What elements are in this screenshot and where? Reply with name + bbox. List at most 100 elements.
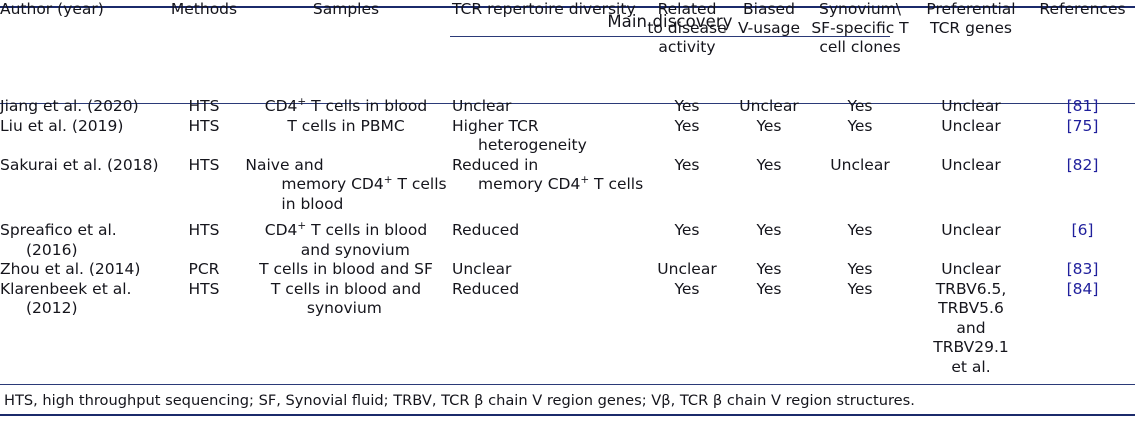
cell-samples: CD4+ T cells in blood and synovium (240, 221, 452, 260)
cell-reference[interactable]: [81] (1066, 97, 1099, 115)
cell-samples-line1-post: T cells in blood (306, 221, 428, 239)
cell-samples: T cells in blood and SF (259, 260, 433, 278)
cell-preferential: Unclear (941, 221, 1001, 239)
cell-biased: Yes (756, 279, 782, 298)
cell-reference[interactable]: [84] (1066, 279, 1099, 298)
cell-author-line1: Klarenbeek et al. (0, 279, 132, 298)
cell-related: Yes (674, 97, 700, 115)
cell-biased: Unclear (739, 97, 799, 115)
cell-samples: CD4+ T cells in blood (240, 97, 452, 117)
cell-diversity-line2: heterogeneity (478, 136, 587, 154)
cell-samples-line1: CD4+ T cells in blood (265, 221, 427, 239)
cell-diversity-line2-post: T cells (589, 175, 644, 193)
cell-samples-line1: T cells in blood and (270, 279, 422, 298)
cell-author-line2: (2012) (26, 299, 78, 317)
cell-biased: Yes (756, 260, 782, 278)
col-header-synovium-sf-specific-t-cell-clones: Synovium\ SF-specific T cell clones (808, 0, 912, 97)
cell-preferential: Unclear (941, 155, 1001, 174)
cell-synovium: Unclear (830, 155, 890, 174)
col-header-samples: Samples (312, 0, 380, 18)
cell-biased: Yes (756, 155, 782, 174)
table-footnote: HTS, high throughput sequencing; SF, Syn… (4, 392, 915, 409)
cell-samples-line2-sup: + (383, 173, 393, 186)
col-header-synovium-line2: SF-specific T (811, 19, 909, 37)
cell-diversity: Reduced (452, 221, 520, 239)
cell-related: Yes (674, 221, 700, 239)
cell-biased: Yes (756, 116, 782, 135)
cell-methods: PCR (188, 260, 220, 278)
cell-synovium: Yes (847, 279, 873, 298)
cell-samples-pre: CD4 (264, 97, 298, 115)
group-header-main-discovery: Main discovery (607, 12, 733, 31)
cell-diversity-line2-pre: memory CD4 (478, 175, 581, 193)
cell-author: Sakurai et al. (2018) (0, 155, 159, 174)
cell-samples-line2: memory CD4+ T cells (245, 175, 446, 195)
cell-preferential-line3: and (956, 318, 986, 337)
cell-samples-line2: synovium (306, 299, 382, 317)
cell-diversity-line2-sup: + (580, 173, 590, 186)
col-header-methods: Methods (170, 0, 238, 18)
cell-related: Yes (674, 279, 700, 298)
col-header-related-line3: activity (658, 38, 716, 56)
col-header-synovium-line1: Synovium\ (819, 0, 901, 18)
col-header-related-line1: Related (657, 0, 717, 18)
table-bottom-rule (0, 414, 1135, 416)
cell-diversity: Unclear (452, 97, 512, 115)
cell-samples-line2-pre: memory CD4 (281, 175, 384, 193)
cell-samples-line1-sup: + (297, 219, 307, 232)
cell-methods: HTS (188, 221, 220, 239)
cell-synovium: Yes (847, 260, 873, 278)
cell-related: Unclear (657, 260, 717, 278)
table-row: Liu et al. (2019) HTS T cells in PBMC Hi… (0, 117, 1135, 156)
cell-diversity-line1: Higher TCR (452, 116, 539, 135)
cell-samples-line2-post: T cells (392, 175, 447, 193)
data-table: Author (year) Methods Samples TCR repert… (0, 0, 1135, 377)
table-row: Sakurai et al. (2018) HTS Naive and memo… (0, 156, 1135, 215)
cell-preferential: Unclear (941, 116, 1001, 135)
body-end-rule (0, 384, 1135, 385)
cell-preferential-line5: et al. (951, 357, 991, 376)
cell-reference[interactable]: [75] (1066, 116, 1099, 135)
cell-author: Spreafico et al. (2016) (0, 221, 168, 260)
cell-author: Liu et al. (2019) (0, 116, 124, 135)
cell-methods: HTS (188, 97, 220, 115)
cell-samples-sup: + (297, 95, 307, 108)
cell-preferential-line2: TRBV5.6 (938, 299, 1004, 317)
col-header-preferential-line1: Preferential (926, 0, 1016, 18)
cell-synovium: Yes (847, 97, 873, 115)
cell-methods: HTS (188, 116, 220, 135)
cell-synovium: Yes (847, 116, 873, 135)
col-header-related-line2: to disease (647, 19, 727, 37)
col-header-preferential-tcr-genes: Preferential TCR genes (912, 0, 1030, 97)
cell-preferential: Unclear (941, 97, 1001, 115)
cell-preferential-line1: TRBV6.5, (935, 279, 1007, 298)
cell-reference[interactable]: [83] (1066, 260, 1099, 278)
cell-author: Klarenbeek et al. (2012) (0, 280, 168, 378)
header-row: Author (year) Methods Samples TCR repert… (0, 0, 1135, 97)
group-header-rule (450, 36, 890, 37)
cell-samples-post: T cells in blood (306, 97, 428, 115)
cell-diversity: Unclear (452, 260, 512, 278)
row-spacer (0, 214, 1135, 221)
col-header-synovium-line3: cell clones (819, 38, 901, 56)
col-header-author: Author (year) (0, 0, 104, 18)
cell-diversity: Reduced (452, 279, 520, 298)
cell-preferential: Unclear (941, 260, 1001, 278)
cell-biased: Yes (756, 221, 782, 239)
cell-samples-line2: and synovium (300, 240, 410, 259)
table-body: Jiang et al. (2020) HTS CD4+ T cells in … (0, 97, 1135, 377)
cell-diversity-line1: Reduced in (452, 155, 539, 174)
cell-samples: T cells in blood and synovium (240, 280, 452, 378)
table-row: Zhou et al. (2014) PCR T cells in blood … (0, 260, 1135, 280)
cell-reference[interactable]: [6] (1071, 221, 1094, 239)
cell-preferential-line4: TRBV29.1 (933, 338, 1009, 356)
table-row: Spreafico et al. (2016) HTS CD4+ T cells… (0, 221, 1135, 260)
cell-samples: T cells in PBMC (287, 116, 405, 135)
table-header: Author (year) Methods Samples TCR repert… (0, 0, 1135, 97)
cell-methods: HTS (188, 279, 220, 298)
cell-reference[interactable]: [82] (1066, 155, 1099, 174)
table-row: Jiang et al. (2020) HTS CD4+ T cells in … (0, 97, 1135, 117)
cell-related: Yes (674, 116, 700, 135)
table-row: Klarenbeek et al. (2012) HTS T cells in … (0, 280, 1135, 378)
